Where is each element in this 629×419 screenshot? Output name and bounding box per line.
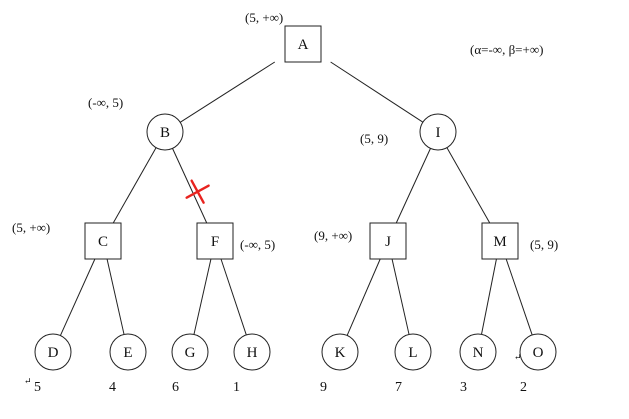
leaf-value-e: 4 (109, 380, 116, 395)
node-label: M (493, 234, 506, 250)
edge-b-f (172, 148, 208, 224)
edge-c-d (59, 258, 96, 336)
leaf-value-h: 1 (233, 380, 240, 395)
node-d: D (34, 333, 72, 371)
paragraph-mark-icon: ↵ (24, 376, 32, 386)
node-label: G (185, 345, 196, 361)
annotation-c: (5, +∞) (12, 220, 50, 235)
annotation-i: (5, 9) (360, 131, 388, 146)
node-g: G (171, 333, 209, 371)
node-label: D (48, 345, 59, 361)
edge-m-o (505, 258, 533, 336)
editor-marks: ↵↵ (24, 352, 522, 386)
node-b: B (146, 113, 184, 151)
leaf-node-circle (394, 333, 432, 371)
node-n: N (459, 333, 497, 371)
edge-f-g (193, 258, 212, 335)
alpha-beta-legend: (α=-∞, β=+∞) (470, 42, 543, 57)
node-i: I (419, 113, 457, 151)
node-label: L (408, 345, 417, 361)
node-k: K (321, 333, 359, 371)
node-label: E (123, 345, 132, 361)
leaf-node-circle (171, 333, 209, 371)
edge-i-j (395, 148, 431, 224)
leaf-value-o: 2 (520, 380, 527, 395)
paragraph-mark-icon: ↵ (514, 352, 522, 362)
node-annotations: (5, +∞) (-∞, 5) (5, 9) (5, +∞) (-∞, 5) (9, +∞… (12, 10, 558, 252)
max-node-box (284, 25, 322, 63)
node-label: I (436, 125, 441, 141)
edge-c-e (106, 258, 125, 335)
node-m: M (481, 222, 519, 260)
edge-j-l (391, 258, 410, 335)
max-node-box (84, 222, 122, 260)
min-node-circle (146, 113, 184, 151)
leaf-node-circle (233, 333, 271, 371)
prune-cut-stroke (190, 179, 205, 204)
node-e: E (109, 333, 147, 371)
node-o: O (519, 333, 557, 371)
node-j: J (369, 222, 407, 260)
leaf-node-circle (109, 333, 147, 371)
node-l: L (394, 333, 432, 371)
node-c: C (84, 222, 122, 260)
leaf-value-k: 9 (320, 380, 327, 395)
node-label: K (335, 345, 346, 361)
edge-b-c (112, 147, 157, 224)
leaf-node-circle (519, 333, 557, 371)
annotation-m: (5, 9) (530, 237, 558, 252)
prune-cut-mark (185, 179, 210, 204)
leaf-node-circle (459, 333, 497, 371)
tree-edges (59, 61, 533, 336)
annotation-f: (-∞, 5) (240, 237, 275, 252)
leaf-node-circle (321, 333, 359, 371)
node-label: F (211, 234, 219, 250)
node-label: C (98, 234, 108, 250)
edge-f-h (220, 258, 247, 336)
annotation-b: (-∞, 5) (88, 95, 123, 110)
edge-i-m (446, 147, 491, 224)
node-label: A (298, 37, 309, 53)
max-node-box (481, 222, 519, 260)
leaf-value-d: 5 (34, 380, 41, 395)
node-f: F (196, 222, 234, 260)
edge-j-k (346, 258, 381, 336)
annotation-j: (9, +∞) (314, 228, 352, 243)
node-label: H (247, 345, 258, 361)
node-label: B (160, 125, 170, 141)
edge-a-i (330, 61, 424, 123)
node-label: J (385, 234, 391, 250)
edge-a-b (179, 61, 276, 123)
leaf-node-circle (34, 333, 72, 371)
leaf-value-l: 7 (395, 380, 402, 395)
min-node-circle (419, 113, 457, 151)
node-h: H (233, 333, 271, 371)
node-a: A (284, 25, 322, 63)
annotation-a: (5, +∞) (245, 10, 283, 25)
tree-nodes: A B I C F J M D E G H K L N O (34, 25, 557, 371)
node-label: N (473, 345, 484, 361)
max-node-box (196, 222, 234, 260)
leaf-value-g: 6 (172, 380, 179, 395)
leaf-value-n: 3 (460, 380, 467, 395)
node-label: O (533, 345, 544, 361)
edge-m-n (481, 258, 497, 335)
leaf-values: 5 4 6 1 9 7 3 2 (34, 380, 527, 395)
max-node-box (369, 222, 407, 260)
